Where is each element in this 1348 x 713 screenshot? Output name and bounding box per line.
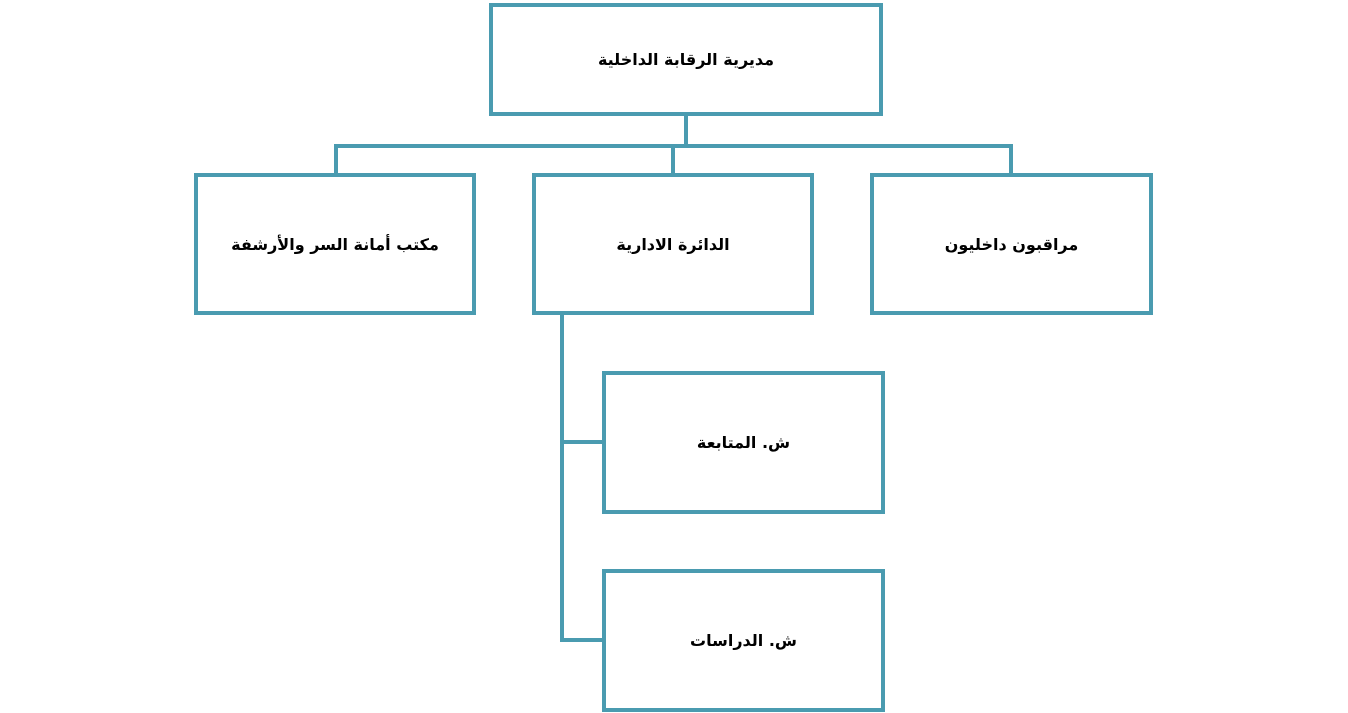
- node-administrative-department: الدائرة الادارية: [532, 173, 814, 315]
- node-label: مكتب أمانة السر والأرشفة: [231, 234, 439, 254]
- node-studies-section: ش. الدراسات: [602, 569, 885, 712]
- node-internal-auditors: مراقبون داخليون: [870, 173, 1153, 315]
- node-secretariat-archiving-office: مكتب أمانة السر والأرشفة: [194, 173, 476, 315]
- node-label: ش. المتابعة: [696, 433, 791, 452]
- node-label: مراقبون داخليون: [944, 234, 1079, 254]
- node-internal-audit-directorate: مديرية الرقابة الداخلية: [489, 3, 883, 116]
- node-label: الدائرة الادارية: [616, 234, 730, 254]
- node-label: ش. الدراسات: [690, 631, 797, 650]
- node-label: مديرية الرقابة الداخلية: [597, 50, 775, 69]
- node-follow-up-section: ش. المتابعة: [602, 371, 885, 514]
